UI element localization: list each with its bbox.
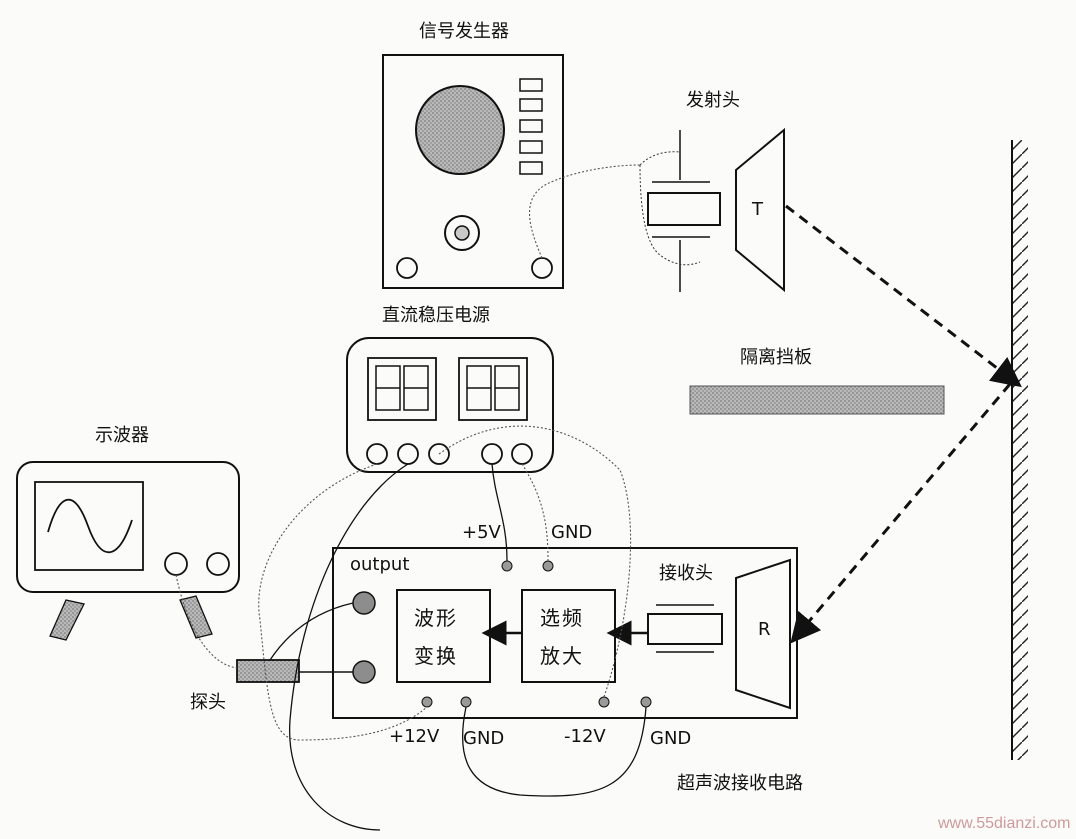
gnd-bottom-right-label: GND xyxy=(650,728,692,749)
signal-generator-label: 信号发生器 xyxy=(419,21,509,42)
generator-knob-icon xyxy=(444,215,480,251)
receiver-circuit-board xyxy=(332,547,798,719)
oscilloscope-leg-right xyxy=(179,595,213,639)
dc-power-label: 直流稳压电源 xyxy=(382,305,490,326)
signal-generator xyxy=(382,54,564,289)
reflecting-wall xyxy=(1011,140,1028,760)
sine-wave-icon xyxy=(47,498,133,554)
dc-power-supply xyxy=(346,337,554,473)
receiver-mark: R xyxy=(758,619,771,640)
waveform-block-line2: 变换 xyxy=(414,644,458,668)
receiver-circuit-label: 超声波接收电路 xyxy=(677,773,803,794)
output-terminal-bottom xyxy=(352,660,376,684)
generator-dial-icon xyxy=(415,85,505,175)
probe-label: 探头 xyxy=(190,692,226,713)
plus-12v-label: +12V xyxy=(389,726,440,747)
barrier-label: 隔离挡板 xyxy=(740,347,812,368)
transmitter-head xyxy=(639,127,785,293)
waveform-block-line1: 波形 xyxy=(414,606,458,630)
gnd-top-label: GND xyxy=(551,522,593,543)
select-amp-line1: 选频 xyxy=(540,606,584,630)
receiver-horn xyxy=(735,558,791,710)
transmitter-mark: T xyxy=(752,199,763,220)
select-amplify-block xyxy=(521,589,616,683)
probe xyxy=(236,659,300,683)
transmitter-label: 发射头 xyxy=(686,90,740,111)
output-terminal-top xyxy=(352,591,376,615)
ultrasonic-path-reflected xyxy=(790,383,1012,644)
receiver-head-label: 接收头 xyxy=(659,563,713,584)
minus-12v-label: -12V xyxy=(564,726,606,747)
wiring-solid xyxy=(269,463,647,831)
plus-5v-label: +5V xyxy=(462,522,501,543)
watermark: www.55dianzi.com xyxy=(938,815,1071,832)
wiring-dotted xyxy=(175,164,641,741)
gnd-bottom-left-label: GND xyxy=(463,728,505,749)
oscilloscope-leg-left xyxy=(49,599,85,641)
oscilloscope xyxy=(16,461,240,641)
ultrasonic-path-incident xyxy=(785,204,1022,388)
isolation-barrier xyxy=(689,385,945,415)
generator-terminal-left xyxy=(396,257,418,279)
output-label: output xyxy=(350,554,410,575)
waveform-convert-block xyxy=(396,589,491,683)
oscilloscope-label: 示波器 xyxy=(95,425,149,446)
generator-terminal-right xyxy=(531,257,553,279)
select-amp-line2: 放大 xyxy=(540,644,584,668)
